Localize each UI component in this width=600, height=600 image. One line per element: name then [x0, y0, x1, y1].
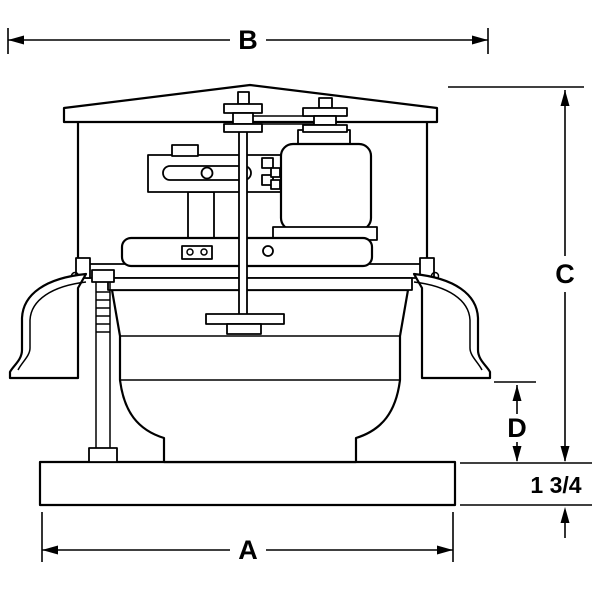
dim-label-a: A: [238, 535, 258, 565]
dimension-a: A: [41, 512, 454, 565]
fan-pulley: [223, 91, 263, 133]
arrowhead-bottom: [512, 446, 522, 462]
shaft-hub: [205, 313, 285, 325]
flashing-right: [412, 272, 492, 380]
pipe-foot: [88, 447, 118, 463]
arrowhead-left: [8, 35, 24, 45]
arrowhead-right: [472, 35, 488, 45]
motor-pulley: [302, 97, 348, 133]
flashing-left: [8, 272, 88, 380]
arrowhead-top: [512, 385, 522, 401]
arrowhead-right: [437, 545, 453, 555]
dimension-d: D: [494, 381, 536, 462]
dimension-b: B: [7, 25, 489, 55]
motor-body: [279, 142, 373, 232]
arrowhead-left: [42, 545, 58, 555]
support-pipe: [88, 269, 118, 463]
base-plate: [38, 460, 457, 507]
dimension-base-thickness: 1 3/4: [460, 472, 592, 538]
deck-pan: [70, 257, 440, 291]
dim-label-thickness: 1 3/4: [530, 472, 581, 498]
arrowhead-bottom: [560, 446, 570, 462]
fan-unit-drawing: [8, 83, 492, 507]
dimension-c: C: [448, 86, 592, 464]
venturi-drum: [110, 288, 410, 464]
adjustment-bolt: [200, 166, 214, 180]
dim-label-b: B: [238, 25, 258, 55]
motor-mount-bracket: [147, 144, 284, 239]
arrowhead-up: [560, 507, 570, 523]
fan-shaft: [205, 130, 285, 335]
dim-label-c: C: [555, 259, 575, 289]
motor: [270, 129, 378, 241]
arrowhead-top: [560, 90, 570, 106]
dim-label-d: D: [507, 413, 527, 443]
